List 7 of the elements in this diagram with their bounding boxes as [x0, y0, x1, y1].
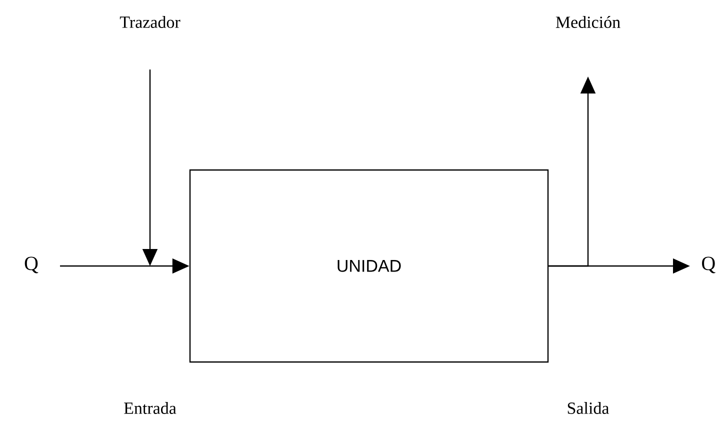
caption-label: Entrada [124, 402, 176, 414]
measurement-label: Medición [556, 16, 620, 28]
unit-box: UNIDAD [189, 169, 549, 363]
caption-label: Salida [568, 402, 610, 414]
tracer-label: Trazador [120, 16, 180, 28]
input-label: Q [24, 256, 38, 274]
output-label: Q [702, 256, 716, 274]
